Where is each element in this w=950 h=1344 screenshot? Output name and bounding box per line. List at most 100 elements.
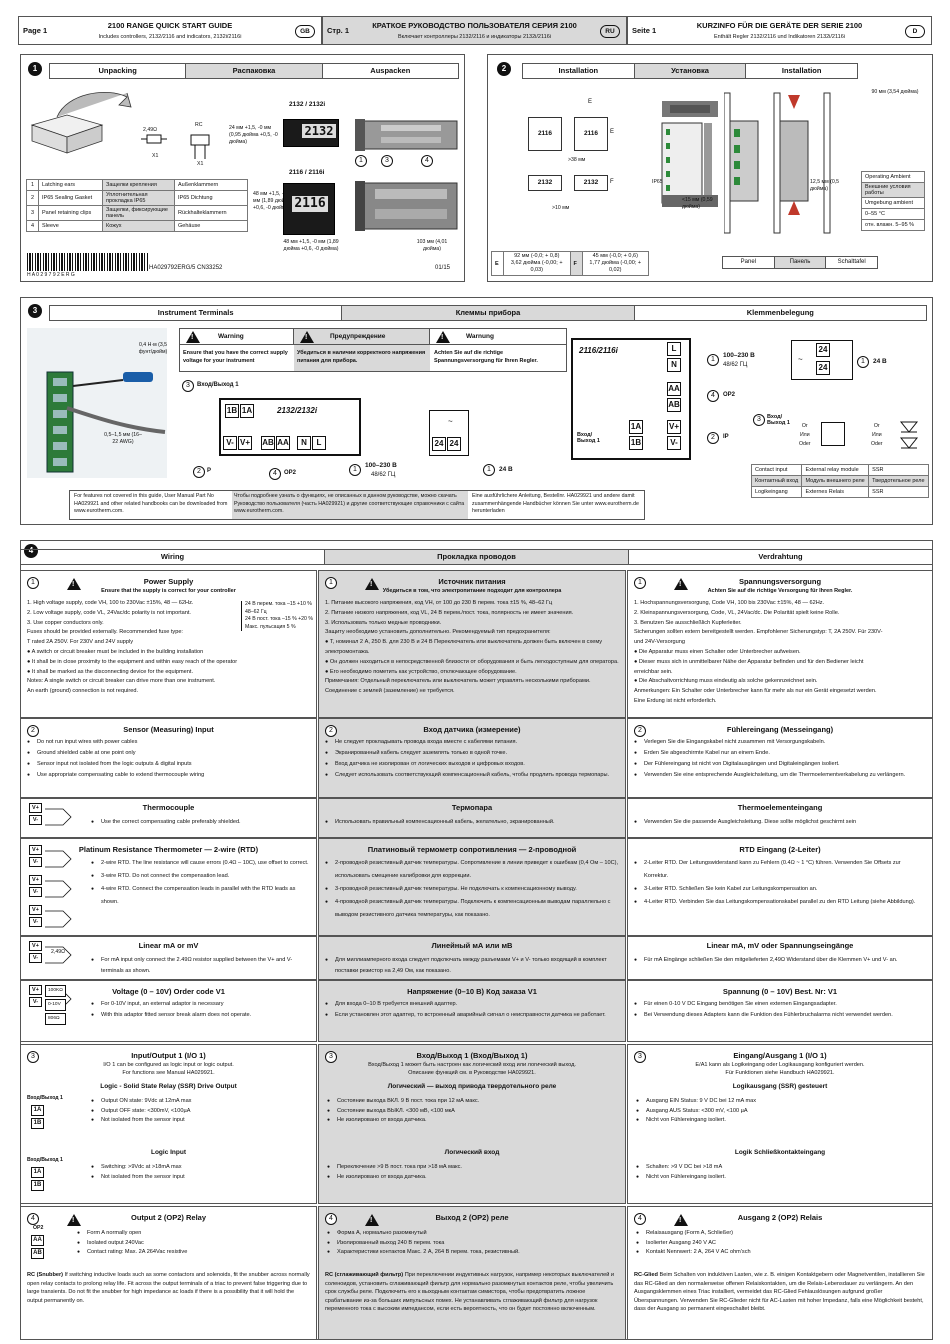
list-item: ● A switch or circuit breaker must be in… [27,648,204,655]
sensor-wire-icon [45,910,72,928]
list-item: Relaisausgang (Form A, Schließer) [636,1229,926,1239]
tab-de: Installation [781,66,822,75]
subsection-number: 2 [634,725,646,737]
terminal-24v-block: ~ 2424 [791,340,853,380]
header-gb: Page 1 2100 RANGE QUICK START GUIDE Incl… [18,16,322,45]
callout: 3 [753,414,765,426]
subsection-number: 3 [27,1051,39,1063]
list-item: Anmerkungen: Ein Schalter oder Unterbrec… [634,688,877,695]
section-number: 1 [28,62,42,76]
cutout-2132: 2132 [528,175,562,191]
resistor-label: 2,49Ω [51,949,65,955]
list-item: For 0-10V input, an external adaptor is … [91,999,310,1010]
list-item: Следует использовать соответствующий ком… [325,770,619,781]
wire-size-label: 0,5–1,5 мм (16–22 AWG) [104,432,142,445]
wiring-tc: ThermoelementeingangVerwenden Sie die pa… [627,798,933,838]
box-illustration [30,91,132,154]
list-item: 2. Low voltage supply, code VL, 24Vac/dc… [27,609,191,616]
dim-height: 24 мм +1,5, -0 мм (0,95 дюйма +0,5, -0 д… [229,125,278,145]
dim-edge: 12,5 мм (0,5 дюйма) [810,179,840,192]
subsection-title: Spannung (0 – 10V) Best. Nr: V1 [722,987,838,996]
list-item: Экранированный кабель следует заземлять … [325,748,619,759]
ip-label: P [207,468,212,474]
qty-label: X1 [152,153,159,159]
list-item: 3-Leiter RTD. Schließen Sie kein Kabel z… [634,883,926,896]
list-item: Erden Sie abgeschirmte Kabel nur an eine… [634,748,926,759]
io1-label: Вход/Выход 1 [767,414,790,426]
lang-badge: RU [600,25,620,38]
dim-width: 48 мм +1,5, -0 мм (1,89 дюйма +0,6, -0 д… [283,239,339,252]
wiring-tc: ThermocoupleUse the correct compensating… [20,798,317,838]
wiring-ps: 1SpannungsversorgungAchten Sie auf die r… [627,570,933,718]
subsection-title: Eingang/Ausgang 1 (I/O 1) [733,1051,827,1060]
terminal-model: 2116/2116i [579,346,618,355]
warning-icon [436,331,450,343]
model-2116: 2116 / 2116i [289,169,325,176]
subsection-title: Вход/Выход 1 (Вход/Выход 1) [416,1051,528,1060]
dim-e: E [588,99,593,105]
dim-e: E [610,129,615,135]
subsection-number: 1 [325,577,337,589]
list-item: Not isolated from the sensor input [91,1116,310,1126]
device-2116: 2116 [283,183,335,235]
callout: 1 [483,464,495,476]
subsection-title: Линейный мА или мВ [431,941,513,950]
barcode-text: H A 0 2 9 7 9 2 E R G [27,272,75,278]
list-item: 4-Leiter RTD. Verbinden Sie das Leitungs… [634,896,926,909]
list-item: Ausgang EIN Status: 9 V DC bei 12 mA max [636,1097,926,1107]
tab-en: Wiring [21,550,325,564]
subsection-title: Output 2 (OP2) Relay [130,1213,206,1222]
device-display: 2116 [292,196,328,212]
callout: 3 [381,155,393,167]
callout: 2 [193,466,205,478]
list-item: 4-wire RTD. Connect the compensation lea… [91,883,310,909]
dim-height: 48 мм +1,5, -0 мм (1,89 дюйма +0,6, -0 д… [253,191,292,211]
op2-label: OP2 [723,392,736,398]
sensor-wire-icon [45,946,72,964]
tab-de: Auspacken [370,66,411,75]
subsection-title: Напряжение (0–10 В) Код заказа V1 [407,987,537,996]
list-item: Für mA Eingänge schließen Sie den mitgel… [634,955,926,966]
subsection-subtitle: Ensure that the supply is correct for yo… [101,588,236,594]
subsection-title: Sensor (Measuring) Input [123,725,214,734]
list-item: 3. Использовать только медные проводники… [325,619,442,626]
list-item: 2-Leiter RTD. Der Leitungswiderstand kan… [634,857,926,883]
subsection-title: Fühlereingang (Messeingang) [726,725,834,734]
list-item: An earth (ground) connection is not requ… [27,688,139,695]
list-item: 4-проводной резистивный датчик температу… [325,896,619,922]
section-installation: 2 Installation Установка Installation 21… [487,54,933,282]
list-item: Output OFF state: <300mV, <100µA [91,1107,310,1117]
wiring-rtd: Platinum Resistance Thermometer — 2-wire… [20,838,317,936]
list-item: Schalten: >9 V DC bei >18 mA [636,1163,926,1173]
list-item: Состояние выхода ВКЛ. 9 В пост. тока при… [327,1097,619,1107]
list-item: Если установлен этот адаптер, то встроен… [325,1010,619,1021]
callout: 3 [182,380,194,392]
list-item: ● Die Abschaltvorrichtung muss eindeutig… [634,678,818,685]
terminal-diagram: V+V- [29,875,43,897]
subsection-title: Thermocouple [142,803,195,812]
dim-f: F [610,179,614,185]
note-en: For features not covered in this guide, … [74,493,228,515]
page-number: Стр. 1 [327,26,350,35]
side-view-2116 [355,181,458,231]
terminal-model: 2132/2132i [277,406,318,415]
io1-label: Вход/Выход 1 [577,432,600,444]
tab-ru: Прокладка проводов [325,550,629,564]
list-item: With this adaptor fitted sensor break al… [91,1010,310,1021]
list-item: Sensor input not isolated from the logic… [27,759,310,770]
list-item: Не изолировано от входа датчика. [327,1116,619,1126]
wiring-op2: 4Ausgang 2 (OP2) RelaisRelaisausgang (Fo… [627,1206,933,1340]
ssr-title: Logikausgang (SSR) gesteuert [732,1083,828,1090]
snubber-text: RC (Snubber) If switching inductive load… [27,1272,310,1304]
list-item: 3. Use copper conductors only. [27,619,104,626]
relay-module-icon [821,422,845,446]
callout: 4 [707,390,719,402]
list-item: Switching: >9Vdc at >18mA max [91,1163,310,1173]
list-item: Isolated output 240Vac [77,1239,310,1249]
subsection-number: 3 [634,1051,646,1063]
subsection-title: Вход датчика (измерение) [423,725,521,734]
